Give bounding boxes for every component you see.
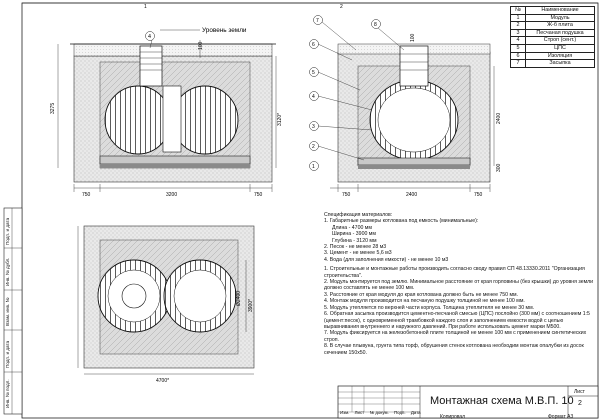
left-dim-top: 100 [198,41,204,50]
col-list: Лист [354,410,365,415]
legend-num: 1 [510,13,526,23]
top-mark-right: 2 [340,4,343,10]
ground-level-label: Уровень земли [202,27,247,34]
right-dim-top: 100 [410,33,416,42]
spec-note: 2. Модуль монтируется под землю. Минимал… [324,279,594,292]
format-label: Формат А3 [548,414,574,420]
spec-note: 1. Строительные и монтажные работы произ… [324,266,585,279]
col-doc: № докум. [369,410,389,415]
legend-num: 6 [510,51,526,61]
right-dim-left: 750 [342,192,351,198]
stamp-inv-podl: Инв. № подл. [5,379,10,408]
legend-name: Модуль [525,13,595,23]
right-dim-width: 2400 [406,192,417,198]
callout-1: 1 [312,164,315,170]
callout-2: 2 [312,144,315,150]
col-izm: Изм. [340,410,350,415]
legend-header-num: № [510,6,526,15]
plan-dim-bottom: 4700* [156,378,169,384]
spec-note: 4. Монтаж модуля производится на песчану… [324,298,525,305]
sheet-number: 2 [578,400,582,407]
left-dim-height: 3275 [50,103,56,114]
left-dim-left: 750 [82,192,91,198]
col-sign: Подп. [393,410,406,415]
callout-7: 7 [316,18,319,24]
spec-heading: Спецификация материалов: [324,212,393,218]
specification-text: Спецификация материалов: 1. Габаритные р… [324,212,596,356]
legend-num: 3 [510,28,526,38]
copied-label: Копировал [440,414,466,420]
stamp-vzam-inv: Взам. инв. № [5,297,10,326]
spec-note: 5. Модуль утепляется по верхней части ко… [324,304,535,311]
legend-num: 4 [510,36,526,45]
callout-8: 8 [374,22,377,28]
spec-line: Длина - 4700 мм [332,224,372,231]
spec-line: Глубина - 3120 мм [332,237,377,244]
left-dim-width: 3200 [166,192,177,198]
spec-line: Ширина - 3900 мм [332,231,376,238]
legend-header: № Наименование [510,6,595,15]
legend-name: Засыпка [525,59,595,68]
top-mark-left: 1 [144,4,147,10]
plan-dim-vertical: 3900* [248,299,254,312]
right-section-view [317,21,495,192]
legend-name: Строп (сент.) [525,36,595,45]
callout-3: 3 [312,124,315,130]
drawing-title: Монтажная схема М.В.П. 10 [430,395,574,407]
spec-note: 8. В случае плывуна, грунта типа торф, о… [324,343,584,356]
right-callouts: 7 8 6 5 4 3 2 1 [309,15,381,171]
spec-note: 7. Модуль фиксируется на железобетонной … [324,330,587,343]
legend-num: 7 [510,59,526,68]
right-dim-base: 300 [496,163,502,172]
spec-line: 2. Песок - не менее 28 м3 [324,244,387,251]
spec-line: 1. Габаритные размеры котлована под емко… [324,218,479,225]
legend-header-name: Наименование [525,6,595,15]
legend-name: Ж-б плита [525,21,595,30]
left-dim-right: 750 [254,192,263,198]
right-dim-height: 2400 [496,113,502,124]
right-dim-right: 750 [474,192,483,198]
sheet-label: Лист [574,389,585,395]
spec-line: 4. Вода (для заполнения емкости) - не ме… [324,256,449,263]
stamp-podp-data-2: Подп. и дата [5,217,10,245]
legend-num: 5 [510,43,526,53]
legend-name: Изоляция [525,51,595,61]
col-date: Дата [410,410,421,415]
spec-note: 3. Расстояние от края модуля до края кот… [324,291,519,298]
left-section-view [57,29,277,192]
title-block-grid [337,385,599,419]
plan-dim-diameter: Ø2400 [236,291,242,306]
legend-num: 2 [510,21,526,30]
stamp-podp-data-1: Подп. и дата [5,340,10,368]
side-stamp-grid [3,207,23,415]
left-callout-4: 4 [148,34,151,40]
stamp-inv-dubl: Инв. № дубл. [5,257,10,286]
callout-6: 6 [312,42,315,48]
legend-name: ЦПС [525,43,595,53]
callout-5: 5 [312,70,315,76]
spec-note: 6. Обратная засыпка производится цементн… [324,311,590,330]
legend-name: Песчаная подушка [525,28,595,38]
callout-4: 4 [312,94,315,100]
plan-view [77,225,255,375]
left-dim-depth: 3120* [277,113,283,126]
title-block-columns: Изм. Лист № докум. Подп. Дата [340,410,425,415]
spec-line: 3. Цемент - не менее 5,6 м3 [324,250,392,257]
